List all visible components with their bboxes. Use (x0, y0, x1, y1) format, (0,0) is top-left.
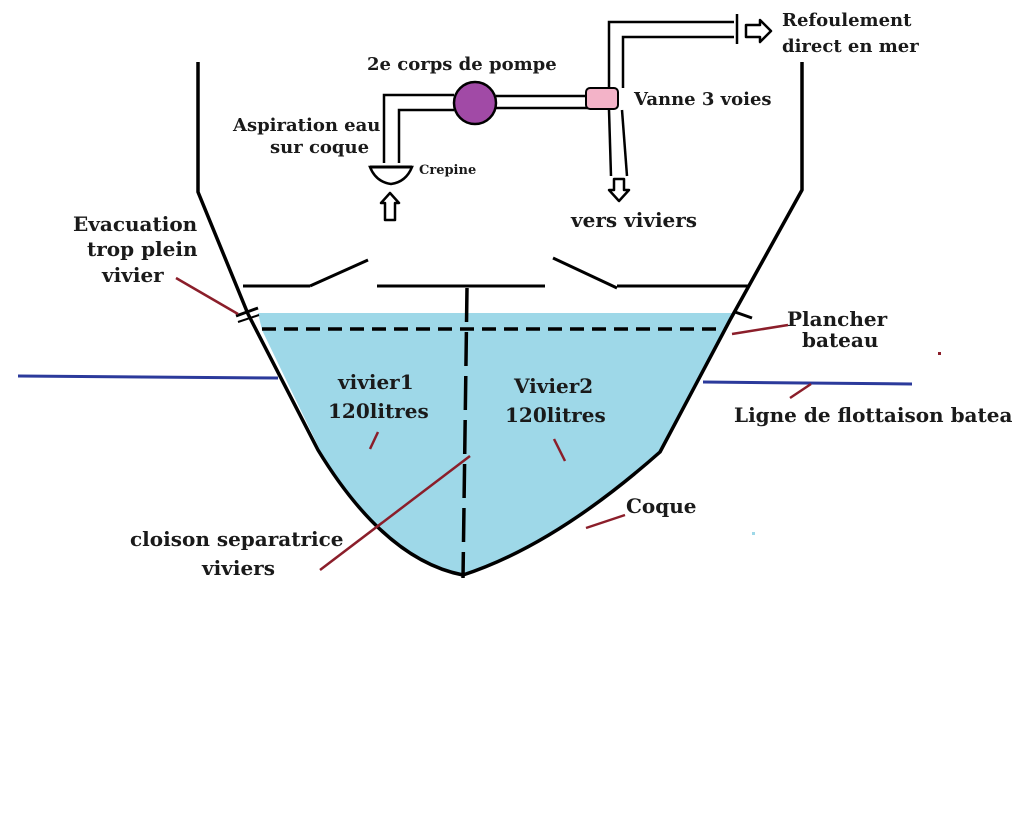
wells-supply-pipe (607, 109, 629, 177)
refoulement-label-line1: Refoulement (782, 10, 912, 31)
aspiration-label-line2: sur coque (270, 137, 369, 158)
strainer-icon (368, 165, 414, 186)
arrow-down-wells-icon (607, 177, 631, 203)
pointer-vivier2 (552, 438, 567, 462)
vivier2-label-line2: 120litres (505, 403, 606, 427)
partition-dashed-line (461, 287, 469, 579)
crepine-label: Crepine (419, 163, 476, 178)
vers-viviers-label: vers viviers (570, 208, 697, 232)
vivier1-label-line1: vivier1 (337, 370, 414, 394)
evacuation-label-line3: vivier (101, 263, 164, 287)
stray-dot (752, 532, 755, 535)
valve-label: Vanne 3 voies (633, 89, 772, 110)
pointer-coque (585, 513, 626, 530)
arrow-up-aspiration-icon (379, 191, 401, 222)
flottaison-label: Ligne de flottaison bateau (734, 403, 1012, 427)
waterline-right (702, 380, 913, 386)
aspiration-pipe (382, 93, 454, 163)
pump-label: 2e corps de pompe (367, 54, 557, 75)
vivier1-label-line2: 120litres (328, 399, 429, 423)
plancher-label-line2: bateau (802, 328, 878, 352)
vivier2-label-line1: Vivier2 (513, 374, 593, 398)
annotation-pointers (175, 276, 812, 571)
refoulement-label-line2: direct en mer (782, 36, 919, 57)
cloison-label-line1: cloison separatrice (130, 527, 344, 551)
pointer-vivier1 (368, 431, 380, 450)
hatch-left (309, 258, 369, 288)
hatch-right (552, 256, 618, 290)
evacuation-label-line1: Evacuation (73, 212, 198, 236)
pointer-cloison (319, 455, 471, 571)
pointer-evacuation (175, 276, 239, 316)
arrow-right-sea-icon (744, 18, 773, 44)
water-fill (258, 313, 735, 575)
pointer-plancher (731, 323, 789, 336)
pointer-flottaison (789, 382, 812, 400)
discharge-pipe (607, 14, 739, 88)
pump-to-valve-pipe (496, 94, 588, 110)
three-way-valve-icon (585, 87, 619, 110)
cloison-label-line2: viviers (201, 556, 275, 580)
coque-label: Coque (626, 494, 697, 518)
waterline-left (17, 374, 279, 380)
overflow-outlet-right (734, 310, 753, 320)
stray-dot (938, 352, 941, 355)
aspiration-label-line1: Aspiration eau (232, 115, 380, 136)
pump-icon (452, 80, 498, 126)
plancher-label-line1: Plancher (787, 307, 888, 331)
evacuation-label-line2: trop plein (87, 237, 198, 261)
overflow-outlet-left (235, 306, 259, 318)
overflow-outlet-left-2 (237, 314, 260, 323)
